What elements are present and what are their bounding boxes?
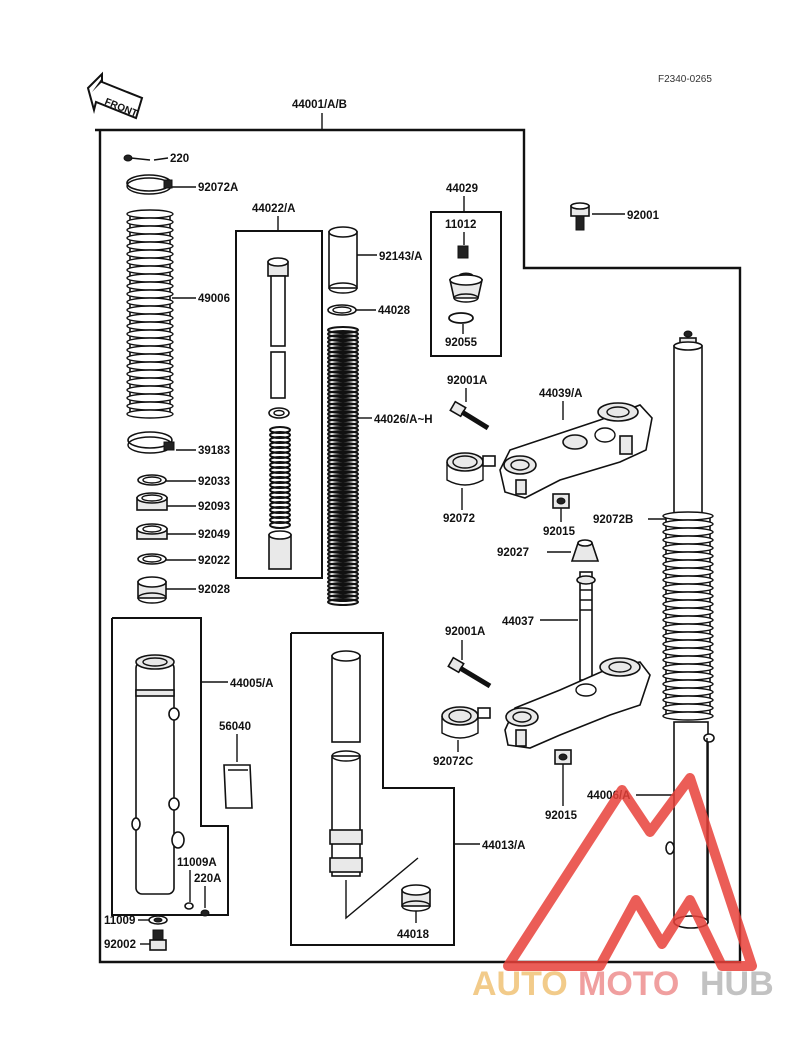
spacer-92143 (328, 226, 358, 294)
outer-fork-tube-44005 (131, 654, 185, 895)
label-92002: 92002 (104, 939, 136, 951)
automotohub-logo: AUTO MOTO HUB (472, 773, 774, 1003)
nut-92015-top (552, 493, 570, 509)
right-fork-lower (665, 721, 715, 929)
label-44039: 44039/A (539, 388, 582, 400)
label-92001A-top: 92001A (447, 375, 487, 387)
right-fork-boot (662, 511, 714, 721)
label-49006: 49006 (198, 293, 230, 305)
label-44018: 44018 (397, 929, 430, 941)
label-92022: 92022 (198, 555, 230, 567)
washer-92033 (137, 474, 167, 486)
label-92143: 92143/A (379, 251, 422, 263)
clamp-92072C (441, 706, 491, 739)
label-92049: 92049 (198, 529, 230, 541)
label-11009: 11009 (104, 915, 135, 927)
outer-tube-box (111, 617, 229, 916)
rebound-spring (269, 426, 291, 529)
washer-44028 (327, 304, 357, 316)
bolt-92001A-top (449, 400, 490, 431)
label-44026: 44026/A~H (374, 414, 433, 426)
label-11012: 11012 (445, 219, 476, 231)
label-44013: 44013/A (482, 840, 525, 852)
label-11009A: 11009A (177, 857, 217, 869)
watermark-auto: AUTO (472, 965, 568, 1003)
clamp-39183 (127, 431, 175, 454)
damper-rod (267, 257, 290, 419)
label-39183: 39183 (198, 445, 230, 457)
washer-92022 (137, 553, 167, 565)
label-92072B: 92072B (593, 514, 633, 526)
seal-92049 (136, 523, 168, 540)
label-92015-top: 92015 (543, 526, 576, 538)
fork-boot-49006 (126, 209, 174, 419)
washer-11009 (148, 915, 168, 925)
damper-base (268, 530, 292, 570)
label-92001: 92001 (627, 210, 660, 222)
screw-220A (200, 909, 210, 917)
front-arrow-icon: FRONT (86, 71, 144, 120)
bushing-56040 (223, 764, 253, 809)
label-92072C: 92072C (433, 756, 473, 768)
fork-cap-bolt (449, 272, 483, 303)
steering-stem-44037 (576, 571, 596, 681)
inner-fork-tube-44013 (329, 650, 419, 920)
label-92072A: 92072A (198, 182, 238, 194)
clamp-92072 (446, 452, 496, 486)
label-92093: 92093 (198, 501, 230, 513)
logo-triangle-icon (503, 773, 757, 971)
seal-92093 (136, 492, 168, 511)
label-92072: 92072 (443, 513, 475, 525)
label-44029: 44029 (446, 183, 478, 195)
damper-assembly-box (235, 230, 323, 579)
right-fork-tube (673, 330, 703, 517)
label-92027: 92027 (497, 547, 529, 559)
label-92015-bot: 92015 (545, 810, 578, 822)
bolt-92001 (570, 202, 590, 231)
label-220A: 220A (194, 873, 222, 885)
fork-spring-44026 (327, 326, 359, 606)
label-92028: 92028 (198, 584, 231, 596)
nut-92015-bottom (554, 749, 572, 765)
logo-triangle-mark (503, 773, 757, 971)
label-92033: 92033 (198, 476, 230, 488)
label-44001: 44001/A/B (292, 99, 347, 111)
drain-bolt-92002 (149, 929, 167, 951)
bushing-44018 (401, 884, 431, 912)
watermark-moto: MOTO (578, 965, 679, 1003)
figure-code: F2340-0265 (658, 74, 712, 85)
label-92001A-bot: 92001A (445, 626, 485, 638)
label-44005: 44005/A (230, 678, 273, 690)
label-56040: 56040 (219, 721, 251, 733)
cone-92027 (570, 539, 600, 562)
upper-triple-clamp-44039 (499, 402, 653, 499)
inner-tube-box (290, 632, 455, 946)
fork-cap-box (430, 211, 502, 357)
bolt-92001A-bottom (447, 656, 492, 689)
screw-220 (123, 154, 151, 162)
label-44037: 44037 (502, 616, 534, 628)
washer-11009A (184, 902, 194, 910)
valve-11012 (457, 245, 469, 259)
watermark-hub: HUB (700, 965, 774, 1003)
bushing-92028 (137, 576, 167, 604)
label-220: 220 (170, 153, 189, 165)
label-44022: 44022/A (252, 203, 295, 215)
label-44028: 44028 (378, 305, 411, 317)
o-ring-92055 (448, 312, 474, 324)
main-assembly-frame (95, 128, 742, 964)
clamp-92072A (126, 174, 173, 195)
label-92055: 92055 (445, 337, 478, 349)
lower-triple-clamp (504, 657, 651, 749)
